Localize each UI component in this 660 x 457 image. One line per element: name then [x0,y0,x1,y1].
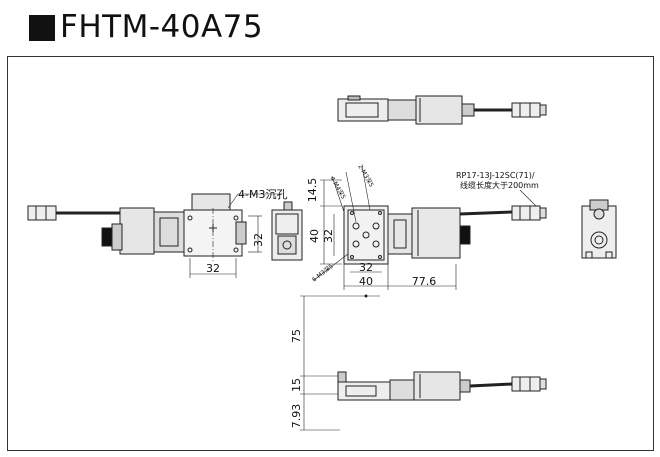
title-square-mark [29,15,55,41]
label-6-m3-hole: 6-M3深5 [310,262,335,284]
drawing-title: FHTM-40A75 [60,9,264,45]
side-view [271,201,303,261]
dim-32-height: 32 [322,229,335,243]
dim-40-width: 40 [359,275,373,288]
bottom-side-view [300,294,547,431]
dim-15: 15 [290,378,303,392]
dim-32-front-width: 32 [206,262,220,275]
dim-32-front-height: 32 [252,233,265,247]
dim-7-93: 7.93 [290,404,303,429]
front-view [27,193,280,278]
dim-14-5: 14.5 [306,178,319,203]
label-4-m3-counterbore: 4-M3沉孔 [238,188,287,201]
label-cable-connector: RP17-13J-12SC(71)/ [456,171,535,180]
plan-view [313,165,547,290]
end-view [581,199,617,259]
top-view [337,95,547,125]
dim-77-6: 77.6 [412,275,437,288]
label-cable-length: 线缆长度大于200mm [460,180,539,190]
dim-40-height: 40 [308,229,321,243]
label-2-m3-hole: 2-M3深5 [356,163,375,189]
dim-32-width: 32 [359,261,373,274]
drawing-border [7,56,654,451]
dim-75: 75 [290,329,303,343]
label-4-m4-hole: 4-M4深5 [328,175,347,201]
